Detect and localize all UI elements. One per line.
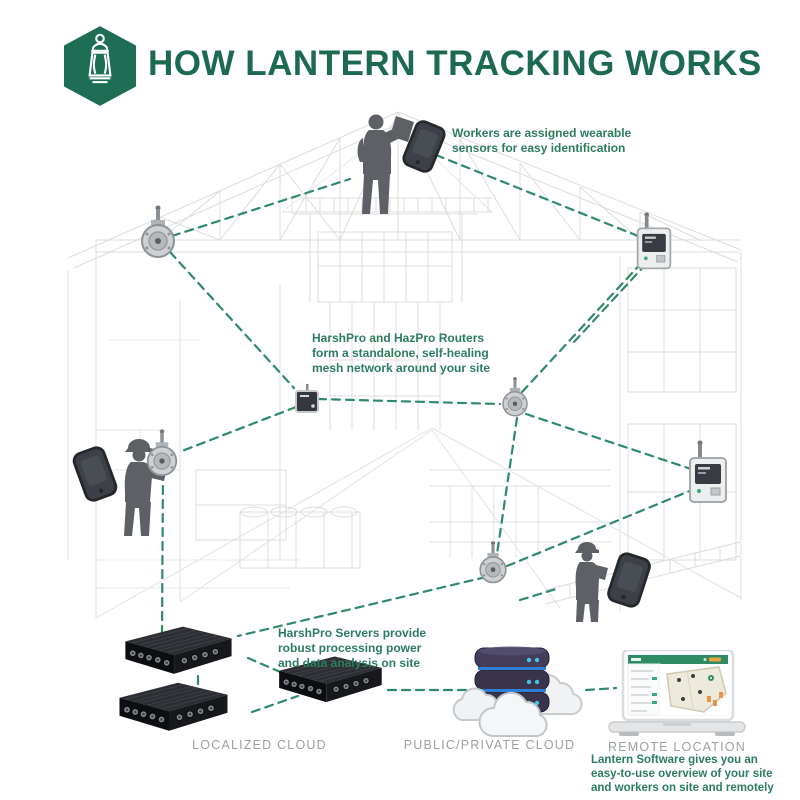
page-title: HOW LANTERN TRACKING WORKS	[148, 44, 762, 83]
laptop-icon	[608, 650, 746, 736]
servers-note: HarshPro Servers provide robust processi…	[278, 626, 427, 670]
lantern-icon	[88, 33, 112, 84]
mini-router-midleft-icon	[295, 384, 319, 413]
laptop-screen-software-ui	[627, 655, 728, 716]
box-router-rightside-icon	[689, 440, 727, 503]
round-router-topleft-icon	[141, 204, 175, 258]
round-router-left-icon	[146, 428, 178, 477]
label-public-private-cloud: PUBLIC/PRIVATE CLOUD	[403, 738, 576, 752]
hexagon-badge	[64, 26, 136, 106]
workers-note: Workers are assigned wearable sensors fo…	[452, 126, 632, 155]
server-b-icon	[118, 682, 229, 732]
round-router-midright-icon	[502, 376, 528, 417]
round-router-center-icon	[479, 540, 507, 584]
lantern-logo	[64, 26, 136, 106]
label-localized-cloud: LOCALIZED CLOUD	[192, 738, 327, 752]
mesh-network-lines	[160, 153, 696, 714]
box-router-topright-icon	[636, 212, 672, 270]
routers-note: HarshPro and HazPro Routers form a stand…	[312, 331, 491, 375]
server-a-icon	[124, 626, 233, 675]
label-remote-location: REMOTE LOCATION	[608, 740, 746, 754]
facility-wireframe	[67, 111, 742, 619]
software-note: Lantern Software gives you an easy-to-us…	[591, 754, 774, 794]
database-cloud-icon	[452, 646, 583, 737]
